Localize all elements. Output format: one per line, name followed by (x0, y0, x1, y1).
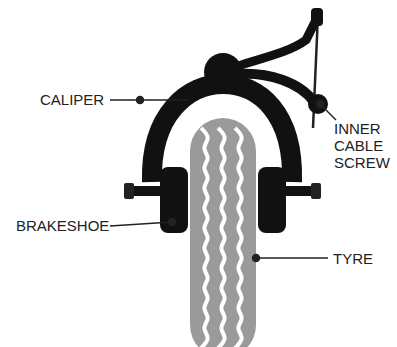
brakeshoe-nut (124, 183, 134, 199)
leader-lines (110, 97, 336, 262)
brakeshoe-bolt (285, 186, 311, 196)
inner-cable-screw (308, 94, 328, 114)
caliper-bolt (204, 53, 242, 91)
brakeshoe-bolt (134, 186, 160, 196)
caliper-arm (238, 16, 318, 66)
tread-line (201, 128, 208, 347)
tyre (190, 118, 256, 347)
cable-anchor (311, 8, 323, 26)
part-label: BRAKESHOE (16, 217, 109, 234)
tyre-tread (201, 128, 242, 347)
brakeshoe-nut (311, 183, 321, 199)
part-label: INNER CABLE SCREW (334, 120, 390, 171)
brakeshoe (258, 167, 286, 233)
tread-line (218, 128, 225, 347)
tread-line (235, 128, 242, 347)
part-label: CALIPER (40, 91, 104, 108)
part-label: TYRE (333, 250, 373, 267)
